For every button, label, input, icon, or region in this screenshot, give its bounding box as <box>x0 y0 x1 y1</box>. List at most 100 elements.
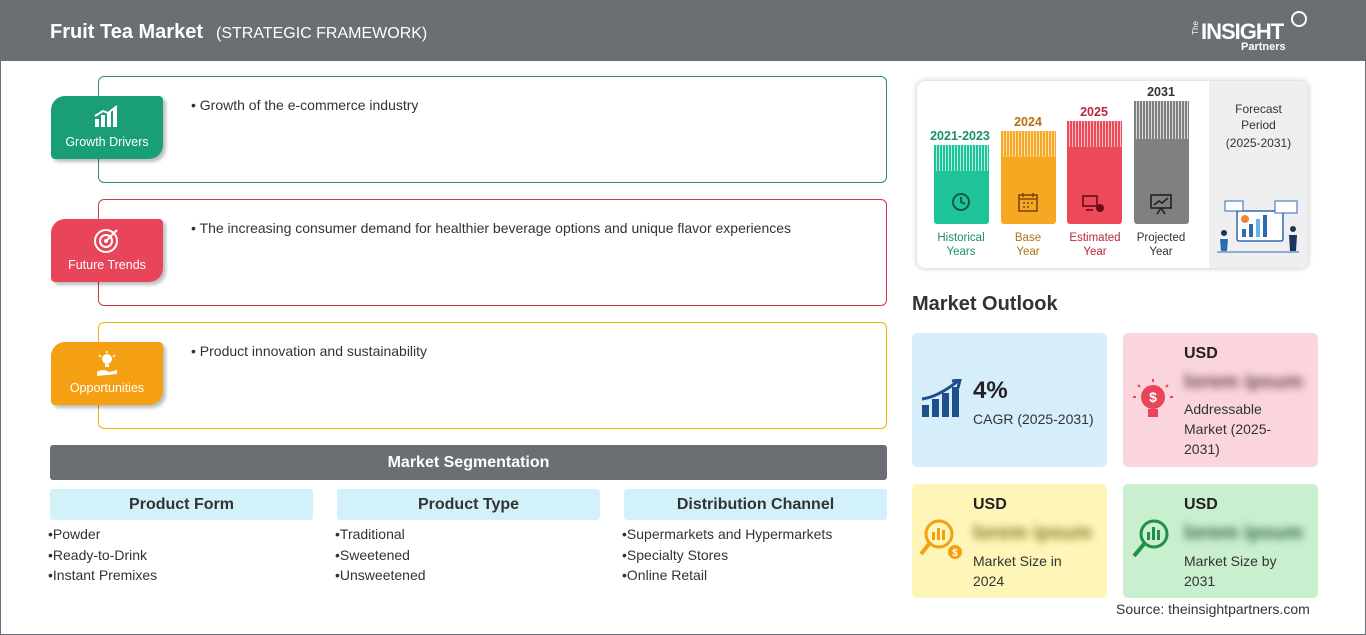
header-bar: Fruit Tea Market (STRATEGIC FRAMEWORK) T… <box>1 1 1366 61</box>
segment-list: Powder Ready-to-Drink Instant Premixes <box>48 526 313 588</box>
source-citation: Source: theinsightpartners.com <box>1116 601 1310 617</box>
segment-heading: Product Type <box>337 489 600 520</box>
timeline-bar-base <box>1001 131 1056 224</box>
label-line: Years <box>946 246 976 258</box>
segment-item: Sweetened <box>335 547 600 568</box>
addressable-usd: USD <box>1184 345 1218 362</box>
forecast-period-panel: Forecast Period (2025-2031) <box>1209 81 1308 268</box>
magnifier-coin-icon: $ <box>919 519 962 559</box>
segment-distribution-channel: Distribution Channel Supermarkets and Hy… <box>624 489 887 588</box>
label-line: Estimated <box>1069 232 1121 244</box>
segment-item: Traditional <box>335 526 600 547</box>
logo-insight: INSIGHT <box>1201 19 1284 44</box>
timeline-year: 2024 <box>1014 115 1042 129</box>
desc-line: 2031 <box>1184 573 1216 589</box>
dollar-bulb-icon: $ <box>1133 379 1173 417</box>
desc-line: 2024 <box>973 573 1005 589</box>
opportunities-label: Opportunities <box>69 381 145 395</box>
market-size-2024-usd: USD <box>973 496 1007 513</box>
segment-item: Ready-to-Drink <box>48 547 313 568</box>
segment-product-form: Product Form Powder Ready-to-Drink Insta… <box>50 489 313 588</box>
forecast-range: (2025-2031) <box>1225 136 1292 150</box>
cagr-label: CAGR (2025-2031) <box>973 411 1094 427</box>
svg-text:$: $ <box>1149 389 1157 405</box>
analysts-illustration-icon <box>1217 200 1299 253</box>
svg-text:$: $ <box>952 548 958 559</box>
label-line: Base <box>1014 232 1042 244</box>
segment-item: Online Retail <box>622 567 887 588</box>
addressable-blurred-value: lorem ipsum <box>1184 371 1303 393</box>
timeline-year: 2025 <box>1080 105 1108 119</box>
lightbulb-hand-icon <box>97 351 117 376</box>
market-size-2031-usd: USD <box>1184 496 1218 513</box>
market-size-2024-label: Market Size in 2024 <box>973 551 1062 591</box>
addressable-market-card: $ USD lorem ipsum Addressable Market (20… <box>1123 333 1318 467</box>
desc-line: Market (2025- <box>1184 421 1272 437</box>
addressable-label: Addressable Market (2025- 2031) <box>1184 399 1271 459</box>
timeline-bar-projected <box>1134 101 1189 224</box>
segment-item: Powder <box>48 526 313 547</box>
segment-heading: Product Form <box>50 489 313 520</box>
bar-cap <box>1134 101 1189 139</box>
forecast-period-label: Forecast Period (2025-2031) <box>1209 101 1308 151</box>
desc-line: Market Size in <box>973 553 1062 569</box>
label-line: Projected <box>1136 232 1186 244</box>
timeline-bar-estimated <box>1067 121 1122 224</box>
growth-drivers-text: • Growth of the e-commerce industry <box>191 97 419 113</box>
timeline-label-base: Base Year <box>988 231 1068 259</box>
segment-list: Supermarkets and Hypermarkets Specialty … <box>622 526 887 588</box>
opportunities-box: • Product innovation and sustainability <box>98 322 887 429</box>
forecast-line: Forecast <box>1235 102 1282 116</box>
market-size-2031-label: Market Size by 2031 <box>1184 551 1277 591</box>
estimate-icon <box>1082 195 1104 212</box>
timeline-bar-historical <box>934 145 989 224</box>
timeline-year: 2031 <box>1147 85 1175 99</box>
timeline-card: 2021-2023 Historical Years 2024 Base Yea… <box>917 81 1308 268</box>
insight-partners-logo[interactable]: The INSIGHT Partners <box>1191 11 1316 55</box>
cagr-value: 4% <box>973 377 1008 404</box>
opportunities-badge: Opportunities <box>51 342 163 405</box>
desc-line: Market Size by <box>1184 553 1277 569</box>
segment-list: Traditional Sweetened Unsweetened <box>335 526 600 588</box>
market-outlook-title: Market Outlook <box>912 293 1058 315</box>
market-size-2024-blurred-value: lorem ipsum <box>973 522 1092 544</box>
segment-item: Supermarkets and Hypermarkets <box>622 526 887 547</box>
calendar-icon <box>1018 193 1038 212</box>
cagr-card: 4% CAGR (2025-2031) <box>912 333 1107 467</box>
market-size-2031-card: USD lorem ipsum Market Size by 2031 <box>1123 484 1318 598</box>
label-line: Year <box>1083 246 1107 258</box>
history-icon <box>952 193 970 211</box>
future-trends-label: Future Trends <box>68 258 146 272</box>
label-line: Year <box>1016 246 1040 258</box>
segment-item: Unsweetened <box>335 567 600 588</box>
rising-bars-icon <box>921 379 962 417</box>
future-trends-badge: Future Trends <box>51 219 163 282</box>
label-line: Historical <box>937 232 985 244</box>
future-trends-box: • The increasing consumer demand for hea… <box>98 199 887 306</box>
forecast-line: Period <box>1241 118 1276 132</box>
timeline-label-estimated: Estimated Year <box>1055 231 1135 259</box>
logo-ring-icon <box>1291 11 1307 27</box>
market-size-2031-blurred-value: lorem ipsum <box>1184 522 1303 544</box>
opportunities-text: • Product innovation and sustainability <box>191 343 428 359</box>
future-trends-text: • The increasing consumer demand for hea… <box>191 220 792 236</box>
desc-line: 2031) <box>1184 441 1220 457</box>
page-title: Fruit Tea Market <box>50 21 203 43</box>
growth-drivers-label: Growth Drivers <box>65 135 149 149</box>
segment-product-type: Product Type Traditional Sweetened Unswe… <box>337 489 600 588</box>
timeline-label-projected: Projected Year <box>1121 231 1201 259</box>
segment-heading: Distribution Channel <box>624 489 887 520</box>
growth-drivers-badge: Growth Drivers <box>51 96 163 159</box>
market-size-2024-card: $ USD lorem ipsum Market Size in 2024 <box>912 484 1107 598</box>
growth-chart-icon <box>94 105 118 127</box>
desc-line: Addressable <box>1184 401 1262 417</box>
magnifier-bars-icon <box>1132 519 1169 558</box>
logo-the: The <box>1191 21 1200 35</box>
presentation-icon <box>1150 194 1172 215</box>
bar-cap <box>1001 131 1056 157</box>
timeline-year: 2021-2023 <box>930 129 990 143</box>
bar-cap <box>1067 121 1122 147</box>
timeline-label-historical: Historical Years <box>921 231 1001 259</box>
segment-item: Specialty Stores <box>622 547 887 568</box>
